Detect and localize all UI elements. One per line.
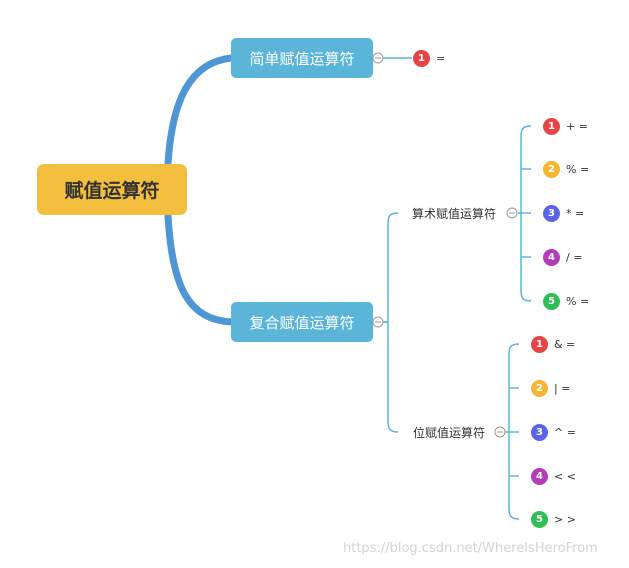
operator-label: | =: [554, 381, 571, 395]
list-item[interactable]: 1 + =: [543, 116, 588, 136]
number-badge-icon: 2: [531, 379, 548, 397]
list-item[interactable]: 3 ^ =: [531, 422, 576, 442]
number-badge-icon: 1: [531, 335, 548, 353]
operator-label: & =: [554, 337, 576, 351]
branch-root-to-compound: [164, 211, 236, 326]
list-item[interactable]: 4 < <: [531, 466, 576, 486]
operator-label: ^ =: [554, 425, 576, 439]
arithmetic-assignment-node[interactable]: 算术赋值运算符: [410, 204, 499, 222]
number-badge-icon: 3: [531, 423, 548, 441]
number-badge-icon: 1: [413, 49, 430, 67]
number-badge-icon: 4: [543, 248, 560, 266]
operator-label: / =: [566, 250, 583, 264]
number-badge-icon: 1: [543, 117, 560, 135]
operator-label: + =: [566, 119, 588, 133]
operator-label: * =: [566, 206, 585, 220]
number-badge-icon: 5: [543, 292, 560, 310]
number-badge-icon: 2: [543, 160, 560, 178]
list-item[interactable]: 5 > >: [531, 509, 576, 529]
operator-label: % =: [566, 294, 590, 308]
watermark: https://blog.csdn.net/WhereIsHeroFrom: [343, 541, 598, 556]
root-node[interactable]: 赋值运算符: [37, 164, 187, 215]
branch-root-to-simple: [164, 54, 236, 168]
list-item[interactable]: 5 % =: [543, 291, 589, 311]
list-item[interactable]: 1 =: [413, 48, 445, 68]
operator-label: =: [436, 51, 446, 65]
operator-label: < <: [554, 469, 576, 483]
list-item[interactable]: 3 * =: [543, 203, 584, 223]
list-item[interactable]: 4 / =: [543, 247, 582, 267]
branch-bitwise-items: [505, 343, 520, 520]
compound-assignment-node[interactable]: 复合赋值运算符: [231, 302, 373, 342]
operator-label: > >: [554, 512, 576, 526]
number-badge-icon: 5: [531, 510, 548, 528]
operator-label: % =: [566, 162, 590, 176]
number-badge-icon: 4: [531, 467, 548, 485]
list-item[interactable]: 2 | =: [531, 378, 570, 398]
simple-assignment-node[interactable]: 简单赋值运算符: [231, 38, 373, 78]
list-item[interactable]: 1 & =: [531, 334, 575, 354]
branch-arithmetic-items: [518, 125, 532, 302]
list-item[interactable]: 2 % =: [543, 159, 589, 179]
number-badge-icon: 3: [543, 204, 560, 222]
bitwise-assignment-node[interactable]: 位赋值运算符: [411, 423, 488, 441]
